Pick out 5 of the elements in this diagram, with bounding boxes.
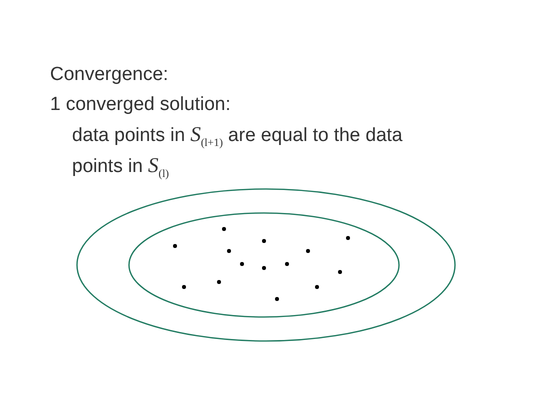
- outer-ellipse: [76, 188, 456, 342]
- description-text: data points in S$_{(l+1)}$ are equal to the data points in S$_{(l)}$: [72, 123, 404, 182]
- heading-text: Convergence:: [50, 64, 170, 86]
- inner-ellipse: [128, 212, 400, 318]
- subheading-text: 1 converged solution:: [50, 94, 232, 116]
